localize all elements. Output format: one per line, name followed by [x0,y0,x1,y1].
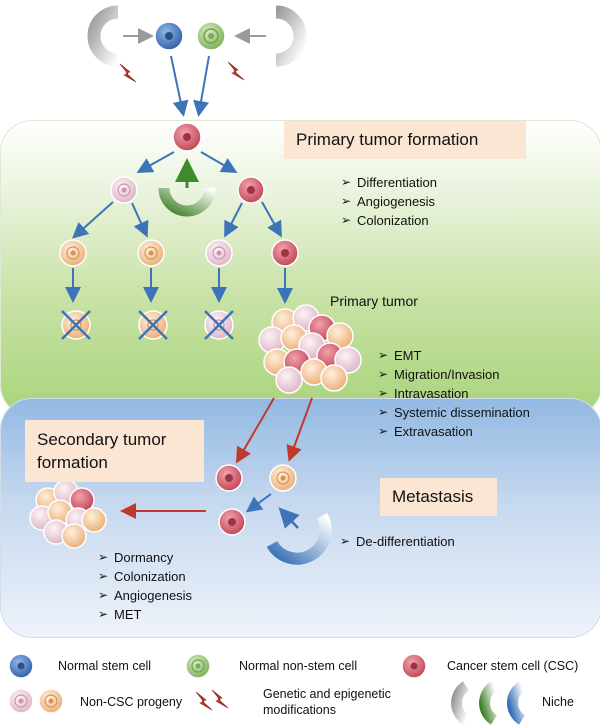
cross-icon [61,310,91,340]
dedifferentiation-arrow [278,507,300,529]
bullet-item: EMT [378,346,530,365]
csc-cell [237,176,265,204]
csc-cell [172,122,202,152]
legend-non-csc-icon [8,688,64,714]
secondary-bullet-list: Dormancy Colonization Angiogenesis MET [98,548,192,624]
arrow [224,202,243,238]
bullet-item: Differentiation [341,173,437,192]
dead-cell [61,310,91,340]
legend-non-csc-label: Non-CSC progeny [80,695,183,709]
bullet-item: Angiogenesis [98,586,192,605]
secondary-title-line1: Secondary tumor [37,430,167,449]
primary-bullet-list: Differentiation Angiogenesis Colonizatio… [341,173,437,230]
legend-genetic-line2: modifications [263,703,336,717]
arrow [131,202,149,238]
bullet-item: Intravasation [378,384,530,403]
bullet-item: MET [98,605,192,624]
cross-icon [204,310,234,340]
secondary-tumor-title: Secondary tumor formation [25,420,204,482]
legend-niche-icon [451,681,526,725]
secondary-title-line2: formation [37,453,108,472]
legend-csc-icon [401,653,427,679]
non-csc-cell [269,464,297,492]
bullet-item: Migration/Invasion [378,365,530,384]
legend-normal-stem-label: Normal stem cell [58,659,152,673]
cross-icon [138,310,168,340]
non-csc-cell [205,239,233,267]
primary-tumor-label: Primary tumor [330,293,418,309]
metastasis-bullet-list: De-differentiation [340,532,455,551]
arrow [193,55,210,117]
legend-lightning-icon [195,689,229,711]
bullet-item: Colonization [341,211,437,230]
legend-genetic-line1: Genetic and epigenetic [263,687,391,701]
legend-normal-nonstem-icon [185,653,211,679]
normal-nonstem-cell [196,21,226,51]
bullet-item: De-differentiation [340,532,455,551]
legend-csc-label: Cancer stem cell (CSC) [447,659,579,673]
arrow [286,397,313,462]
dead-cell [204,310,234,340]
csc-cell [271,239,299,267]
metastasis-title: Metastasis [380,478,497,516]
tumor-bullet-list: EMT Migration/Invasion Intravasation Sys… [378,346,530,441]
lightning-icon [119,63,137,83]
non-csc-cell [59,239,87,267]
secondary-tumor-cluster [29,479,107,549]
bullet-item: Systemic dissemination [378,403,530,422]
arrow [235,397,275,464]
arrow [170,55,189,117]
bullet-item: Dormancy [98,548,192,567]
csc-cell [215,464,243,492]
legend-niche-label: Niche [542,695,574,709]
primary-tumor-title: Primary tumor formation [284,121,526,159]
csc-cell [218,508,246,536]
arrow [72,201,114,239]
primary-tumor-cluster [258,304,362,394]
niche-icon [266,513,332,565]
bullet-item: Angiogenesis [341,192,437,211]
arrow [245,493,272,513]
bullet-item: Colonization [98,567,192,586]
niche-icon [158,187,216,217]
lightning-icon [227,61,245,81]
arrow [136,151,175,173]
normal-stem-cell [154,21,184,51]
dead-cell [138,310,168,340]
legend-normal-stem-icon [8,653,34,679]
non-csc-cell [137,239,165,267]
legend-normal-nonstem-label: Normal non-stem cell [239,659,358,673]
legend-genetic-label: Genetic and epigenetic modifications [263,686,391,718]
arrow [261,201,282,238]
niche-icon [87,5,307,67]
arrow [200,151,238,173]
bullet-item: Extravasation [378,422,530,441]
non-csc-cell [110,176,138,204]
